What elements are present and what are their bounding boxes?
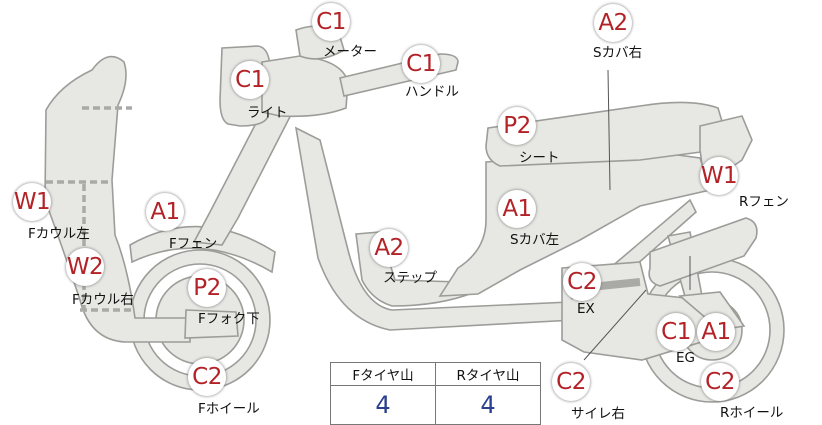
side-cover-shape — [438, 149, 712, 297]
label-muffler-right: サイレ右 — [571, 406, 625, 422]
label-f-cowl-left: Fカウル左 — [28, 226, 90, 242]
badge-meter: C1 — [312, 3, 350, 41]
badge-r-wheel: C2 — [701, 363, 739, 401]
badge-light: C1 — [231, 61, 269, 99]
label-r-wheel: Rホイール — [720, 405, 784, 421]
badge-seat: P2 — [498, 107, 536, 145]
floor-frame-shape — [294, 126, 697, 331]
badge-step: A2 — [370, 229, 408, 267]
badge-muffler-right: C2 — [552, 363, 590, 401]
badge-engine-1: C1 — [657, 313, 695, 351]
badge-handle: C1 — [402, 45, 440, 83]
muffler-shape — [648, 217, 758, 287]
label-s-cover-right: Sカバ右 — [593, 45, 643, 61]
front-tread-header: Fタイヤ山 — [330, 362, 436, 386]
badge-s-cover-right: A2 — [594, 4, 632, 42]
rear-tread-value: 4 — [435, 385, 541, 425]
badge-f-wheel: C2 — [188, 358, 226, 396]
headlight-housing-shape — [261, 55, 349, 118]
badge-f-cowl-right: W2 — [66, 248, 104, 286]
badge-f-cowl-left: W1 — [13, 183, 51, 221]
label-engine: EG — [676, 350, 695, 366]
badge-s-cover-left: A1 — [498, 190, 536, 228]
label-r-fender: Rフェン — [739, 194, 789, 210]
badge-engine-2: A1 — [697, 313, 735, 351]
badge-f-fender: A1 — [146, 193, 184, 231]
label-f-fork-lower: Fフォク下 — [198, 311, 260, 327]
label-s-cover-left: Sカバ左 — [510, 232, 560, 248]
label-exhaust: EX — [577, 301, 595, 317]
label-f-wheel: Fホイール — [198, 401, 260, 417]
badge-r-fender: W1 — [700, 157, 738, 195]
label-light: ライト — [247, 105, 288, 121]
label-handle: ハンドル — [405, 84, 459, 100]
front-fork-shape — [184, 309, 239, 339]
label-seat: シート — [519, 150, 560, 166]
label-step: ステップ — [383, 270, 437, 286]
front-tread-value: 4 — [330, 385, 436, 425]
badge-exhaust: C2 — [563, 263, 601, 301]
badge-f-fork-lower: P2 — [188, 269, 226, 307]
front-fender-shape — [129, 225, 276, 274]
label-f-fender: Fフェン — [169, 236, 218, 252]
label-f-cowl-right: Fカウル右 — [72, 292, 134, 308]
tire-tread-value-row: 4 4 — [330, 385, 541, 425]
rear-tread-header: Rタイヤ山 — [435, 362, 541, 386]
tire-tread-table: Fタイヤ山 Rタイヤ山 4 4 — [330, 362, 541, 425]
tire-tread-header-row: Fタイヤ山 Rタイヤ山 — [330, 362, 541, 386]
label-meter: メーター — [323, 44, 377, 60]
